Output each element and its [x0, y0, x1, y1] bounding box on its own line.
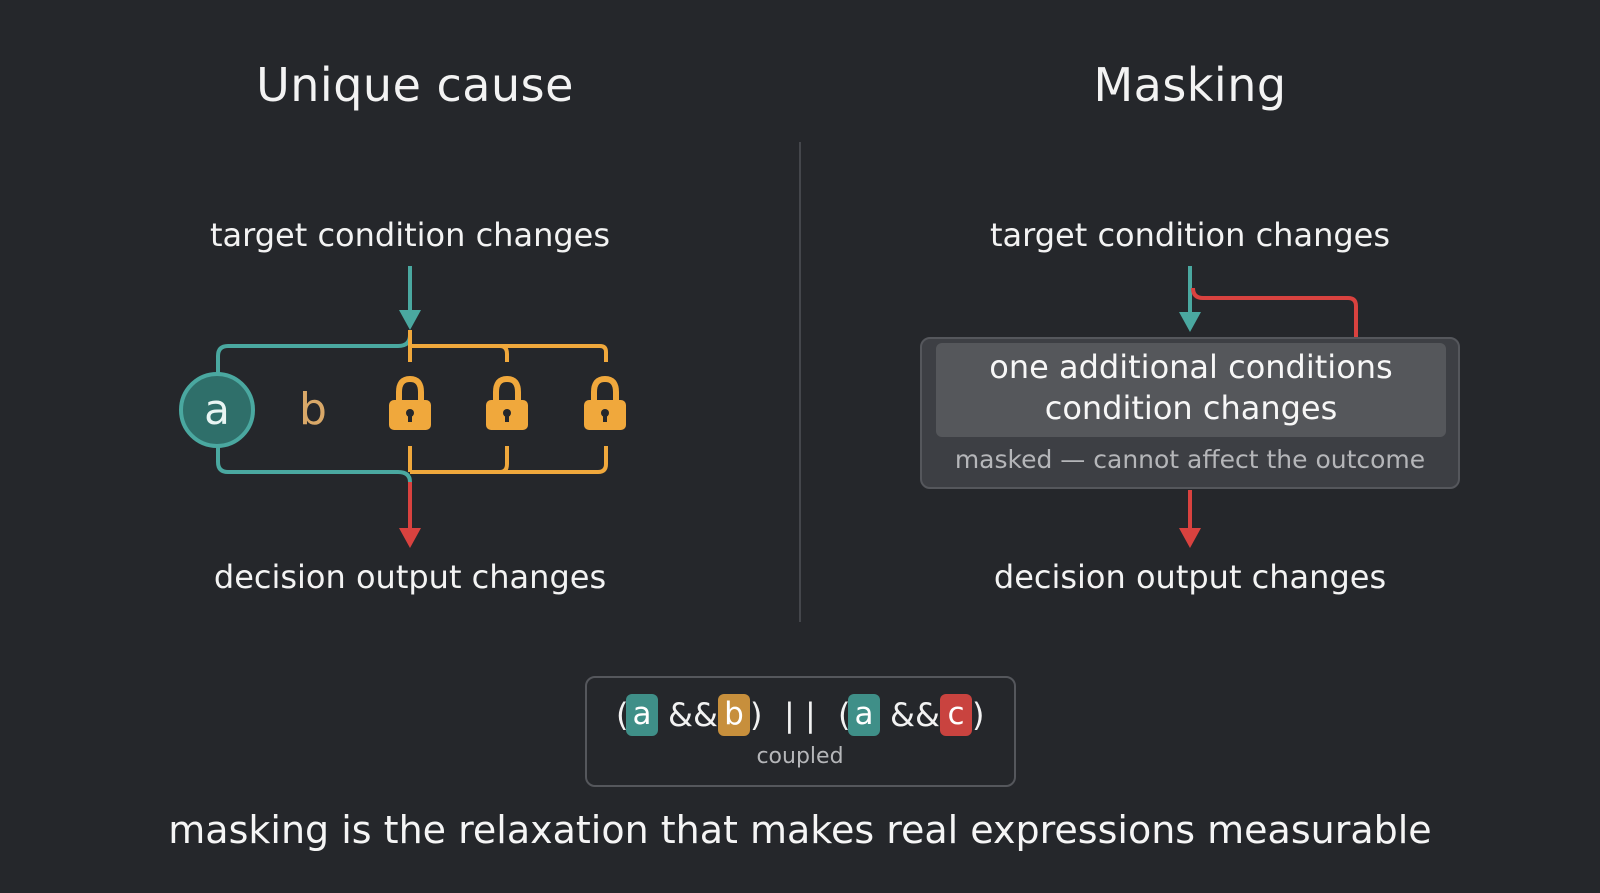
masked-conditions-box: one additional conditions condition chan… [920, 337, 1460, 489]
expr-and-1: && [668, 696, 718, 734]
masked-highlight [936, 343, 1446, 437]
lock-icon [584, 375, 626, 430]
expr-chip-a-1: a [626, 694, 658, 736]
caption: masking is the relaxation that makes rea… [168, 808, 1432, 852]
expr-chip-a-2: a [848, 694, 880, 736]
expr-open-paren-2: ( [838, 696, 851, 734]
expr-or: | | [784, 696, 816, 734]
expr-close-paren-1: ) [750, 696, 763, 734]
left-title: Unique cause [256, 58, 574, 112]
right-target-arrowhead [1179, 312, 1201, 332]
node-a-label: a [204, 385, 230, 434]
expr-chip-c: c [940, 694, 972, 736]
lock-icon [486, 375, 528, 430]
left-output-arrowhead [399, 528, 421, 548]
expr-close-paren-2: ) [972, 696, 985, 734]
lock-icon [389, 375, 431, 430]
left-bottom-label: decision output changes [213, 558, 607, 596]
left-top-label: target condition changes [209, 216, 611, 254]
masked-box-subtext: masked — cannot affect the outcome [954, 445, 1426, 474]
right-top-label: target condition changes [989, 216, 1391, 254]
node-a-circle [179, 372, 255, 448]
left-orange-paths [408, 330, 608, 474]
right-bottom-label: decision output changes [993, 558, 1387, 596]
expr-and-2: && [890, 696, 940, 734]
left-target-arrowhead [399, 310, 421, 330]
coupled-label: coupled [756, 744, 844, 769]
node-b-label: b [299, 384, 327, 435]
expr-open-paren-1: ( [616, 696, 629, 734]
expr-chip-b: b [718, 694, 750, 736]
masked-box-text: one additional conditions condition chan… [989, 348, 1393, 427]
panel-divider [799, 142, 801, 622]
right-output-arrowhead [1179, 528, 1201, 548]
right-masking-branch [1191, 287, 1358, 356]
right-title: Masking [1093, 58, 1287, 112]
